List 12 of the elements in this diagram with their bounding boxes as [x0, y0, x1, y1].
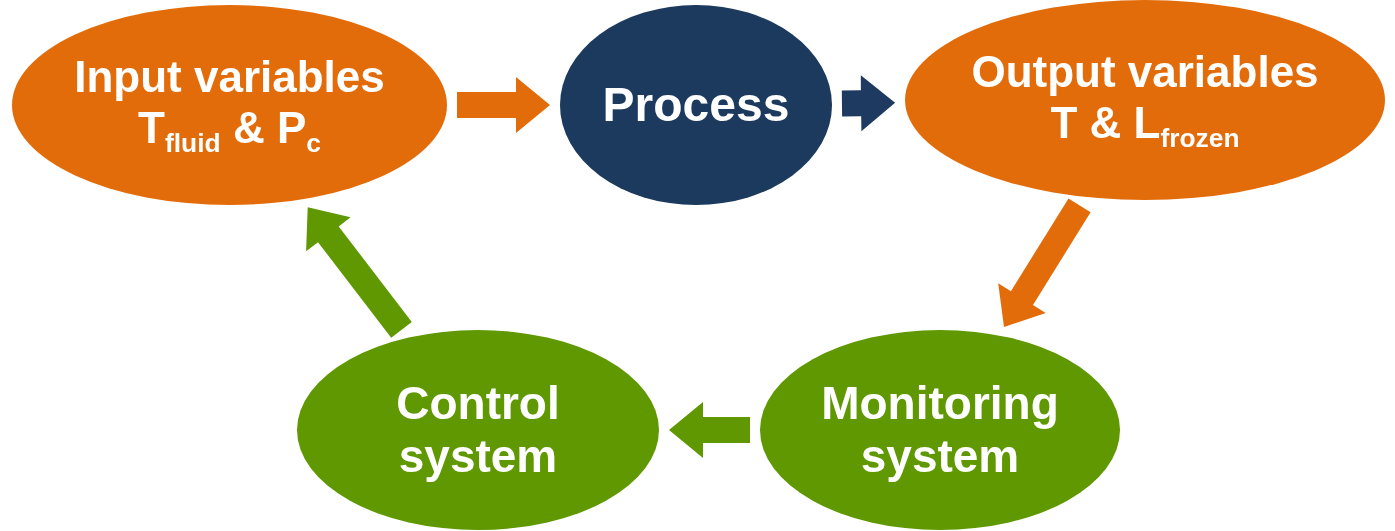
node-label: Control system — [395, 377, 561, 483]
node-label: Monitoring system — [820, 377, 1060, 483]
node-label: Input variables — [74, 51, 385, 103]
node-label: T$_{fluid}$ & P$_{c}$ — [138, 102, 321, 159]
node-label: Output variables — [971, 46, 1319, 98]
block-arrow — [669, 402, 750, 458]
block-arrow — [306, 207, 412, 338]
node-label: Process — [602, 77, 790, 133]
node-label: T & L$_{frozen}$ — [1050, 97, 1240, 154]
block-arrow — [998, 198, 1091, 327]
block-arrow — [457, 77, 550, 133]
block-arrow — [841, 75, 896, 132]
